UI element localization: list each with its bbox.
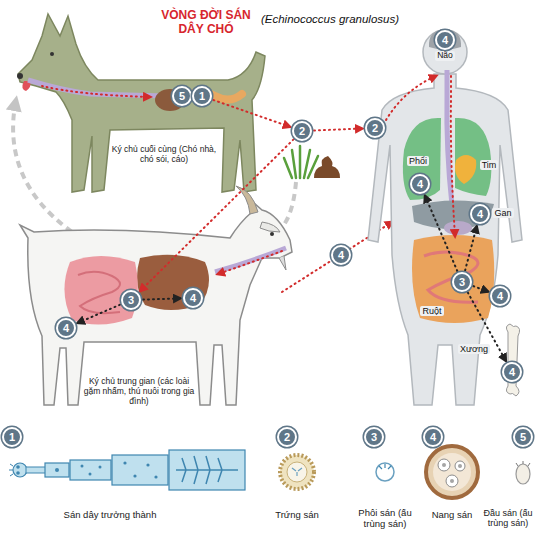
human-figure	[368, 29, 522, 405]
organ-label: Phổi	[407, 156, 429, 166]
callout-digit: 3	[128, 295, 134, 306]
egg-figure	[280, 455, 314, 489]
goat-figure	[20, 186, 292, 405]
organ-label: Não	[435, 51, 455, 61]
callout-digit: 3	[371, 432, 377, 443]
transmission-arrow	[465, 227, 477, 271]
oncosphere-figure	[376, 463, 394, 481]
callout-digit: 4	[417, 179, 423, 190]
stage-caption: Đầu sán (ấu trùng sán)	[480, 508, 536, 529]
callout-digit: 4	[442, 35, 448, 46]
callout-number: 2	[292, 121, 312, 141]
callout-digit: 4	[430, 432, 436, 443]
callout-digit: 4	[338, 250, 344, 261]
callout-number: 4	[331, 245, 351, 265]
callout-number: 1	[2, 427, 22, 447]
adult-tapeworm	[9, 450, 245, 490]
transmission-arrow	[425, 196, 457, 271]
stage-caption: Sán dây trưởng thành	[64, 510, 157, 521]
callout-digit: 5	[520, 432, 526, 443]
organ-label: Tim	[480, 160, 499, 170]
organ-label: Xương	[458, 344, 490, 354]
callout-digit: 1	[9, 432, 15, 443]
callout-number: 4	[423, 427, 443, 447]
transmission-arrow	[143, 298, 180, 299]
species-name: (Echinococcus granulosus)	[261, 13, 399, 26]
callout-number: 2	[365, 118, 385, 138]
callout-number: 3	[121, 290, 141, 310]
transmission-arrow	[213, 100, 289, 127]
transmission-arrow	[314, 129, 362, 131]
transmission-arrow	[78, 305, 120, 323]
host-label: Ký chủ cuối cùng (Chó nhà, chó sói, cáo)	[108, 145, 220, 165]
callout-digit: 4	[190, 293, 196, 304]
callout-number: 3	[452, 272, 472, 292]
host-label: Ký chủ trung gian (các loài gặm nhấm, th…	[82, 377, 196, 406]
stage-caption: Trứng sán	[275, 510, 319, 521]
callout-number: 4	[502, 362, 522, 382]
callout-digit: 2	[284, 432, 290, 443]
diagram-title: VÒNG ĐỜI SÁN DÂY CHÓ	[160, 8, 252, 37]
callout-digit: 1	[199, 91, 205, 102]
stage-caption: Nang sán	[432, 510, 473, 521]
callout-number: 2	[277, 427, 297, 447]
callout-number: 4	[183, 288, 203, 308]
transmission-arrow	[473, 286, 488, 291]
callout-number: 4	[410, 174, 430, 194]
hydatid-cyst-figure	[426, 446, 478, 498]
callout-number: 4	[435, 30, 455, 50]
callout-number: 5	[172, 86, 192, 106]
callout-digit: 3	[459, 277, 465, 288]
callout-digit: 4	[509, 367, 515, 378]
callout-digit: 4	[497, 291, 503, 302]
protoscolex-figure	[516, 461, 530, 484]
callout-digit: 2	[372, 123, 378, 134]
callout-number: 4	[490, 286, 510, 306]
callout-digit: 4	[477, 209, 483, 220]
callout-number: 5	[513, 427, 533, 447]
organ-label: Gan	[492, 208, 513, 218]
callout-digit: 4	[63, 323, 69, 334]
callout-number: 3	[364, 427, 384, 447]
organ-label: Ruột	[420, 306, 443, 316]
stage-caption: Phôi sán (ấu trùng sán)	[352, 508, 418, 530]
callout-number: 1	[192, 86, 212, 106]
transmission-arc	[13, 100, 72, 232]
dog-figure	[17, 14, 265, 192]
callout-number: 4	[470, 204, 490, 224]
callout-number: 4	[56, 318, 76, 338]
grass-and-faeces	[284, 146, 340, 178]
callout-digit: 5	[179, 91, 185, 102]
callout-digit: 2	[299, 126, 305, 137]
